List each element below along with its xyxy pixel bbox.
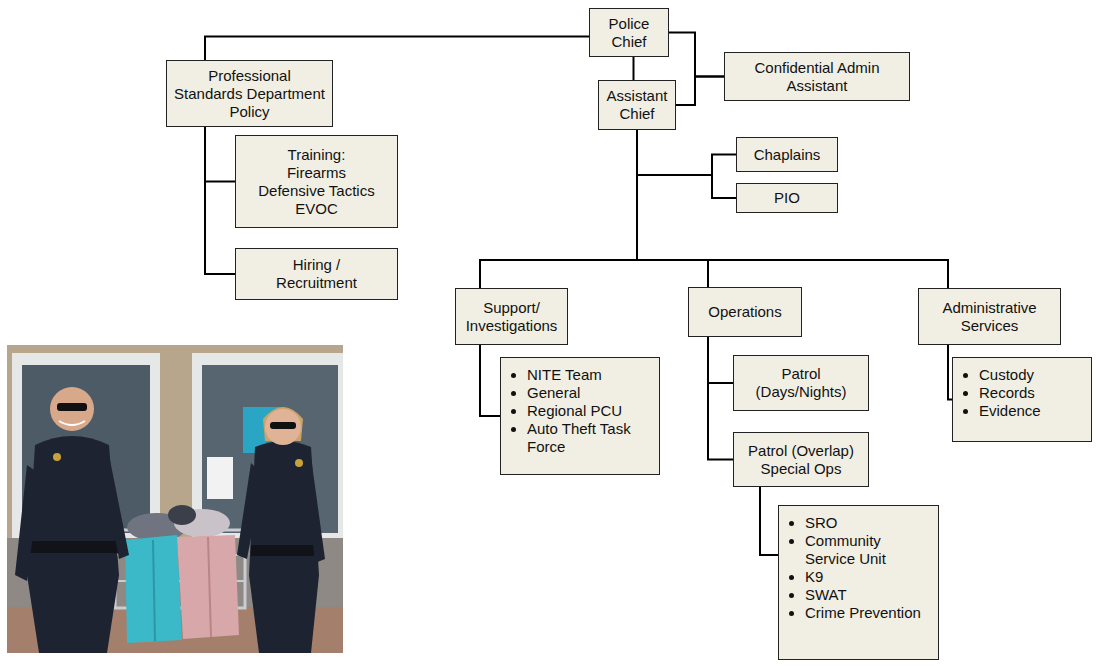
staff-box: PIO (736, 183, 838, 213)
list-item: SWAT (805, 586, 932, 604)
box-label: Confidential Admin Assistant (731, 59, 903, 95)
connector-line (637, 130, 948, 288)
list-item: SRO (805, 514, 932, 532)
connector-line (205, 37, 589, 61)
connector-line (480, 130, 637, 288)
connector-line (669, 33, 724, 77)
unit-list: NITE TeamGeneralRegional PCUAuto Theft T… (500, 357, 660, 475)
box-label: Hiring / Recruitment (267, 256, 367, 292)
box-label: Police Chief (596, 15, 662, 51)
unit-box: Hiring / Recruitment (235, 248, 398, 300)
connector-line (205, 127, 235, 182)
box-label: Firearms (258, 164, 374, 182)
list-item: Records (979, 384, 1041, 402)
box-text: Support/ Investigations (462, 299, 561, 335)
connector-line (633, 57, 635, 80)
connector-line (708, 337, 733, 460)
box-text: Police Chief (596, 15, 662, 51)
item-list: CustodyRecordsEvidence (957, 366, 1041, 420)
list-item: Evidence (979, 402, 1041, 420)
box-text: Operations (708, 303, 781, 321)
unit-box: Patrol (Overlap) Special Ops (733, 432, 869, 487)
box-text: Training:FirearmsDefensive TacticsEVOC (258, 146, 374, 218)
list-item: NITE Team (527, 366, 653, 384)
box-label: Professional Standards Department Policy (173, 67, 326, 121)
box-text: Confidential Admin Assistant (731, 59, 903, 95)
division-box: Administrative Services (918, 288, 1061, 345)
staff-box: Chaplains (736, 137, 838, 172)
officers-photo (7, 345, 343, 653)
list-item: Crime Prevention (805, 604, 932, 622)
box-text: Patrol (Days/Nights) (740, 365, 862, 401)
connector-line (637, 130, 708, 287)
box-text: Administrative Services (925, 299, 1054, 335)
box-text: Assistant Chief (605, 87, 669, 123)
box-label: Operations (708, 303, 781, 321)
list-item: K9 (805, 568, 932, 586)
staff-box: Confidential Admin Assistant (724, 52, 910, 101)
list-item: General (527, 384, 653, 402)
box-label: Defensive Tactics (258, 182, 374, 200)
division-box: Operations (688, 287, 802, 337)
box-label: Training: (258, 146, 374, 164)
item-list: SROCommunity Service UnitK9SWATCrime Pre… (783, 514, 932, 622)
list-item: Auto Theft Task Force (527, 420, 653, 456)
box-label: Assistant Chief (605, 87, 669, 123)
box-label: Administrative Services (925, 299, 1054, 335)
connector-line (637, 130, 736, 198)
box-text: Chaplains (754, 146, 821, 164)
connector-line (637, 130, 736, 175)
unit-list: SROCommunity Service UnitK9SWATCrime Pre… (778, 505, 939, 660)
box-text: Professional Standards Department Policy (173, 67, 326, 121)
box-text: PIO (774, 189, 800, 207)
box-text: Patrol (Overlap) Special Ops (740, 442, 862, 478)
unit-box: Patrol (Days/Nights) (733, 355, 869, 411)
connector-line (205, 127, 235, 274)
unit-box: Training:FirearmsDefensive TacticsEVOC (235, 135, 398, 228)
box-label: PIO (774, 189, 800, 207)
box-label: Patrol (Overlap) Special Ops (740, 442, 862, 478)
connector-line (760, 487, 778, 555)
division-box: Support/ Investigations (455, 288, 568, 345)
box-label: Chaplains (754, 146, 821, 164)
connector-line (676, 77, 724, 106)
box-label: Support/ Investigations (462, 299, 561, 335)
list-item: Community Service Unit (805, 532, 932, 568)
list-item: Regional PCU (527, 402, 653, 420)
box-label: Patrol (Days/Nights) (740, 365, 862, 401)
item-list: NITE TeamGeneralRegional PCUAuto Theft T… (505, 366, 653, 456)
unit-box: Professional Standards Department Policy (166, 60, 333, 127)
list-item: Custody (979, 366, 1041, 384)
connector-line (708, 337, 733, 383)
box-label: EVOC (258, 200, 374, 218)
unit-list: CustodyRecordsEvidence (952, 357, 1092, 442)
chief-box: Police Chief (589, 8, 669, 57)
connector-line (480, 345, 500, 416)
chief-box: Assistant Chief (598, 80, 676, 130)
box-text: Hiring / Recruitment (267, 256, 367, 292)
